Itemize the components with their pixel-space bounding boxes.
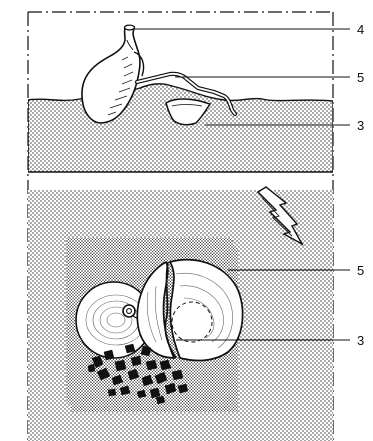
callout-upper-5: 5: [357, 70, 364, 85]
callout-upper-4: 4: [357, 22, 364, 37]
jug-mouth: [125, 25, 135, 30]
split-bowl: [137, 260, 242, 361]
upper-ground-section: [28, 84, 333, 172]
callout-lower-3: 3: [357, 333, 364, 348]
callout-upper-3: 3: [357, 118, 364, 133]
callout-labels: 4 5 3 5 3: [357, 22, 364, 348]
callout-lower-5: 5: [357, 263, 364, 278]
